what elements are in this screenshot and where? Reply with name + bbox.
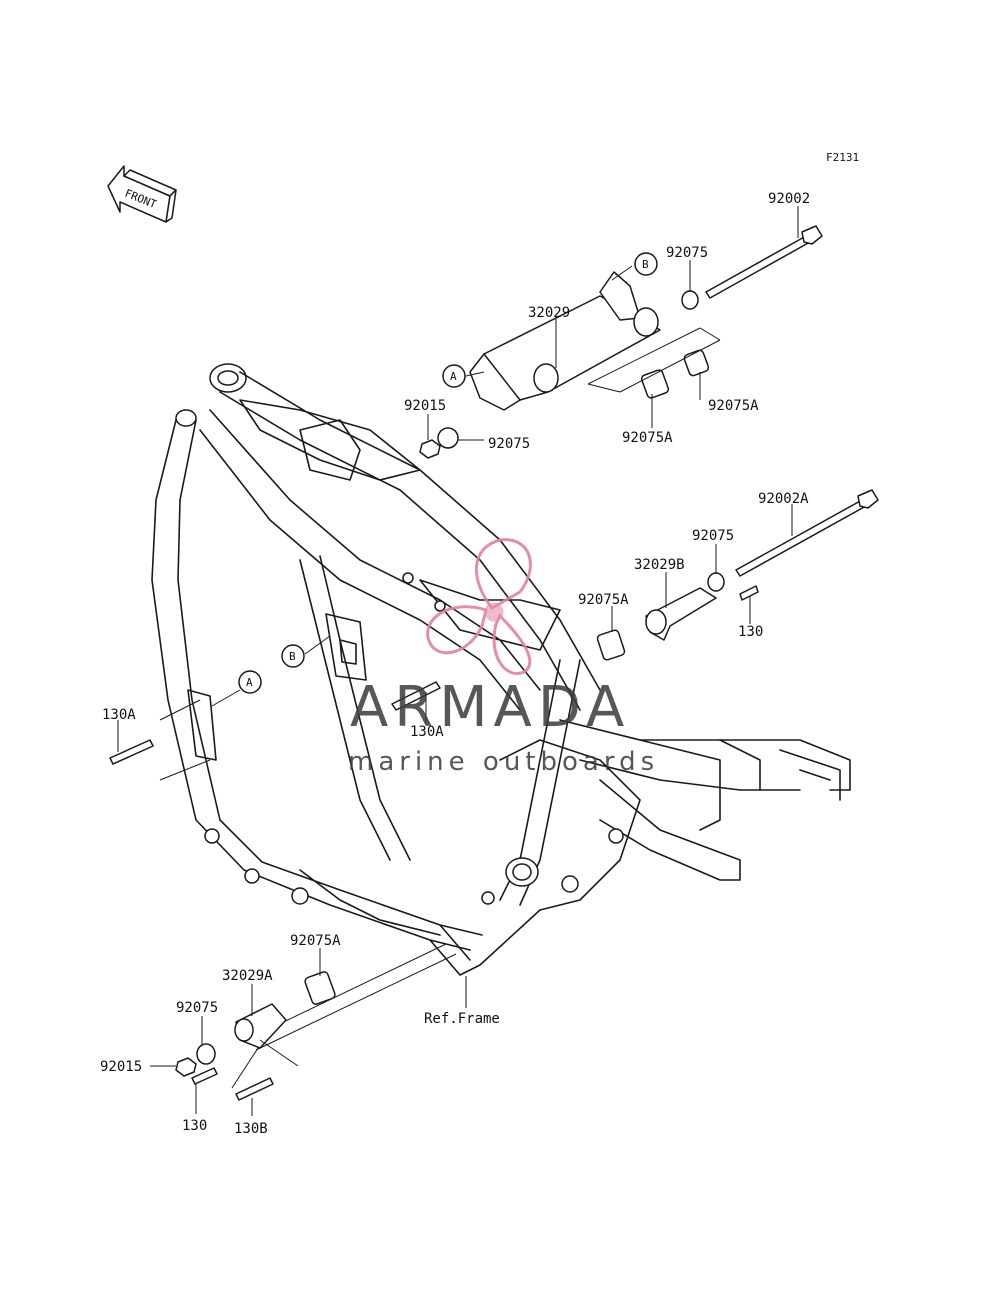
label-130-right: 130 xyxy=(738,624,763,640)
label-92002: 92002 xyxy=(768,191,810,207)
bolt-130A-center xyxy=(391,681,441,711)
label-130A-center: 130A xyxy=(410,724,444,740)
nut-92015-lower xyxy=(175,1057,197,1077)
watermark-brand: ARMADA xyxy=(350,675,630,740)
damper-92075A-lower xyxy=(304,971,336,1005)
watermark-tagline: marine outboards xyxy=(348,747,659,777)
label-92015-bottom: 92015 xyxy=(100,1059,142,1075)
label-130-bottom: 130 xyxy=(182,1118,207,1134)
label-32029A: 32029A xyxy=(222,968,273,984)
bolt-130B xyxy=(235,1077,274,1101)
svg-text:A: A xyxy=(450,370,457,383)
label-92075A-right: 92075A xyxy=(708,398,759,414)
figure-id: F2131 xyxy=(826,151,859,164)
washer-92075-lower xyxy=(196,1043,216,1065)
svg-text:A: A xyxy=(246,676,253,689)
label-92002A: 92002A xyxy=(758,491,809,507)
label-92075-right: 92075 xyxy=(692,528,734,544)
label-92075A-right2: 92075A xyxy=(578,592,629,608)
collar-92075-right xyxy=(707,572,725,592)
label-92075-top: 92075 xyxy=(666,245,708,261)
callout-b-upper: B xyxy=(634,252,658,276)
bolt-130A-left xyxy=(109,739,154,765)
right-mount-assembly xyxy=(596,489,879,661)
bolt-130-lower xyxy=(191,1067,218,1085)
label-92075-mid: 92075 xyxy=(488,436,530,452)
label-92075A-bottom: 92075A xyxy=(290,933,341,949)
label-130B: 130B xyxy=(234,1121,268,1137)
label-ref-frame: Ref.Frame xyxy=(424,1011,500,1027)
svg-text:B: B xyxy=(642,258,649,271)
bolt-92002 xyxy=(705,235,811,299)
bolt-92002A xyxy=(735,499,867,577)
label-32029: 32029 xyxy=(528,305,570,321)
upper-mount-assembly xyxy=(419,225,823,459)
callout-a-upper: A xyxy=(442,364,466,388)
propeller-logo-icon xyxy=(426,538,532,675)
part-labels: 92002 92075 32029 92015 92075 92075A 920… xyxy=(100,191,810,1137)
label-92015-top: 92015 xyxy=(404,398,446,414)
front-arrow-icon: FRONT xyxy=(107,165,177,223)
damper-92075A-right xyxy=(596,629,626,661)
callout-b-frame: B xyxy=(281,644,305,668)
bolt-130-right xyxy=(739,585,759,601)
callout-a-frame: A xyxy=(238,670,262,694)
label-130A-left: 130A xyxy=(102,707,136,723)
label-92075-bottom: 92075 xyxy=(176,1000,218,1016)
motorcycle-frame xyxy=(151,363,851,976)
collar-92075-top xyxy=(681,290,699,310)
damper-92075A-upper-right xyxy=(683,349,710,377)
nut-92015-top xyxy=(419,439,441,459)
leader-lines xyxy=(117,206,799,1116)
washer-92075-mid xyxy=(437,427,459,449)
label-92075A-left: 92075A xyxy=(622,430,673,446)
lower-mount-assembly xyxy=(175,943,457,1101)
armada-watermark: ARMADA marine outboards xyxy=(348,538,659,777)
label-32029B: 32029B xyxy=(634,557,685,573)
svg-text:B: B xyxy=(289,650,296,663)
